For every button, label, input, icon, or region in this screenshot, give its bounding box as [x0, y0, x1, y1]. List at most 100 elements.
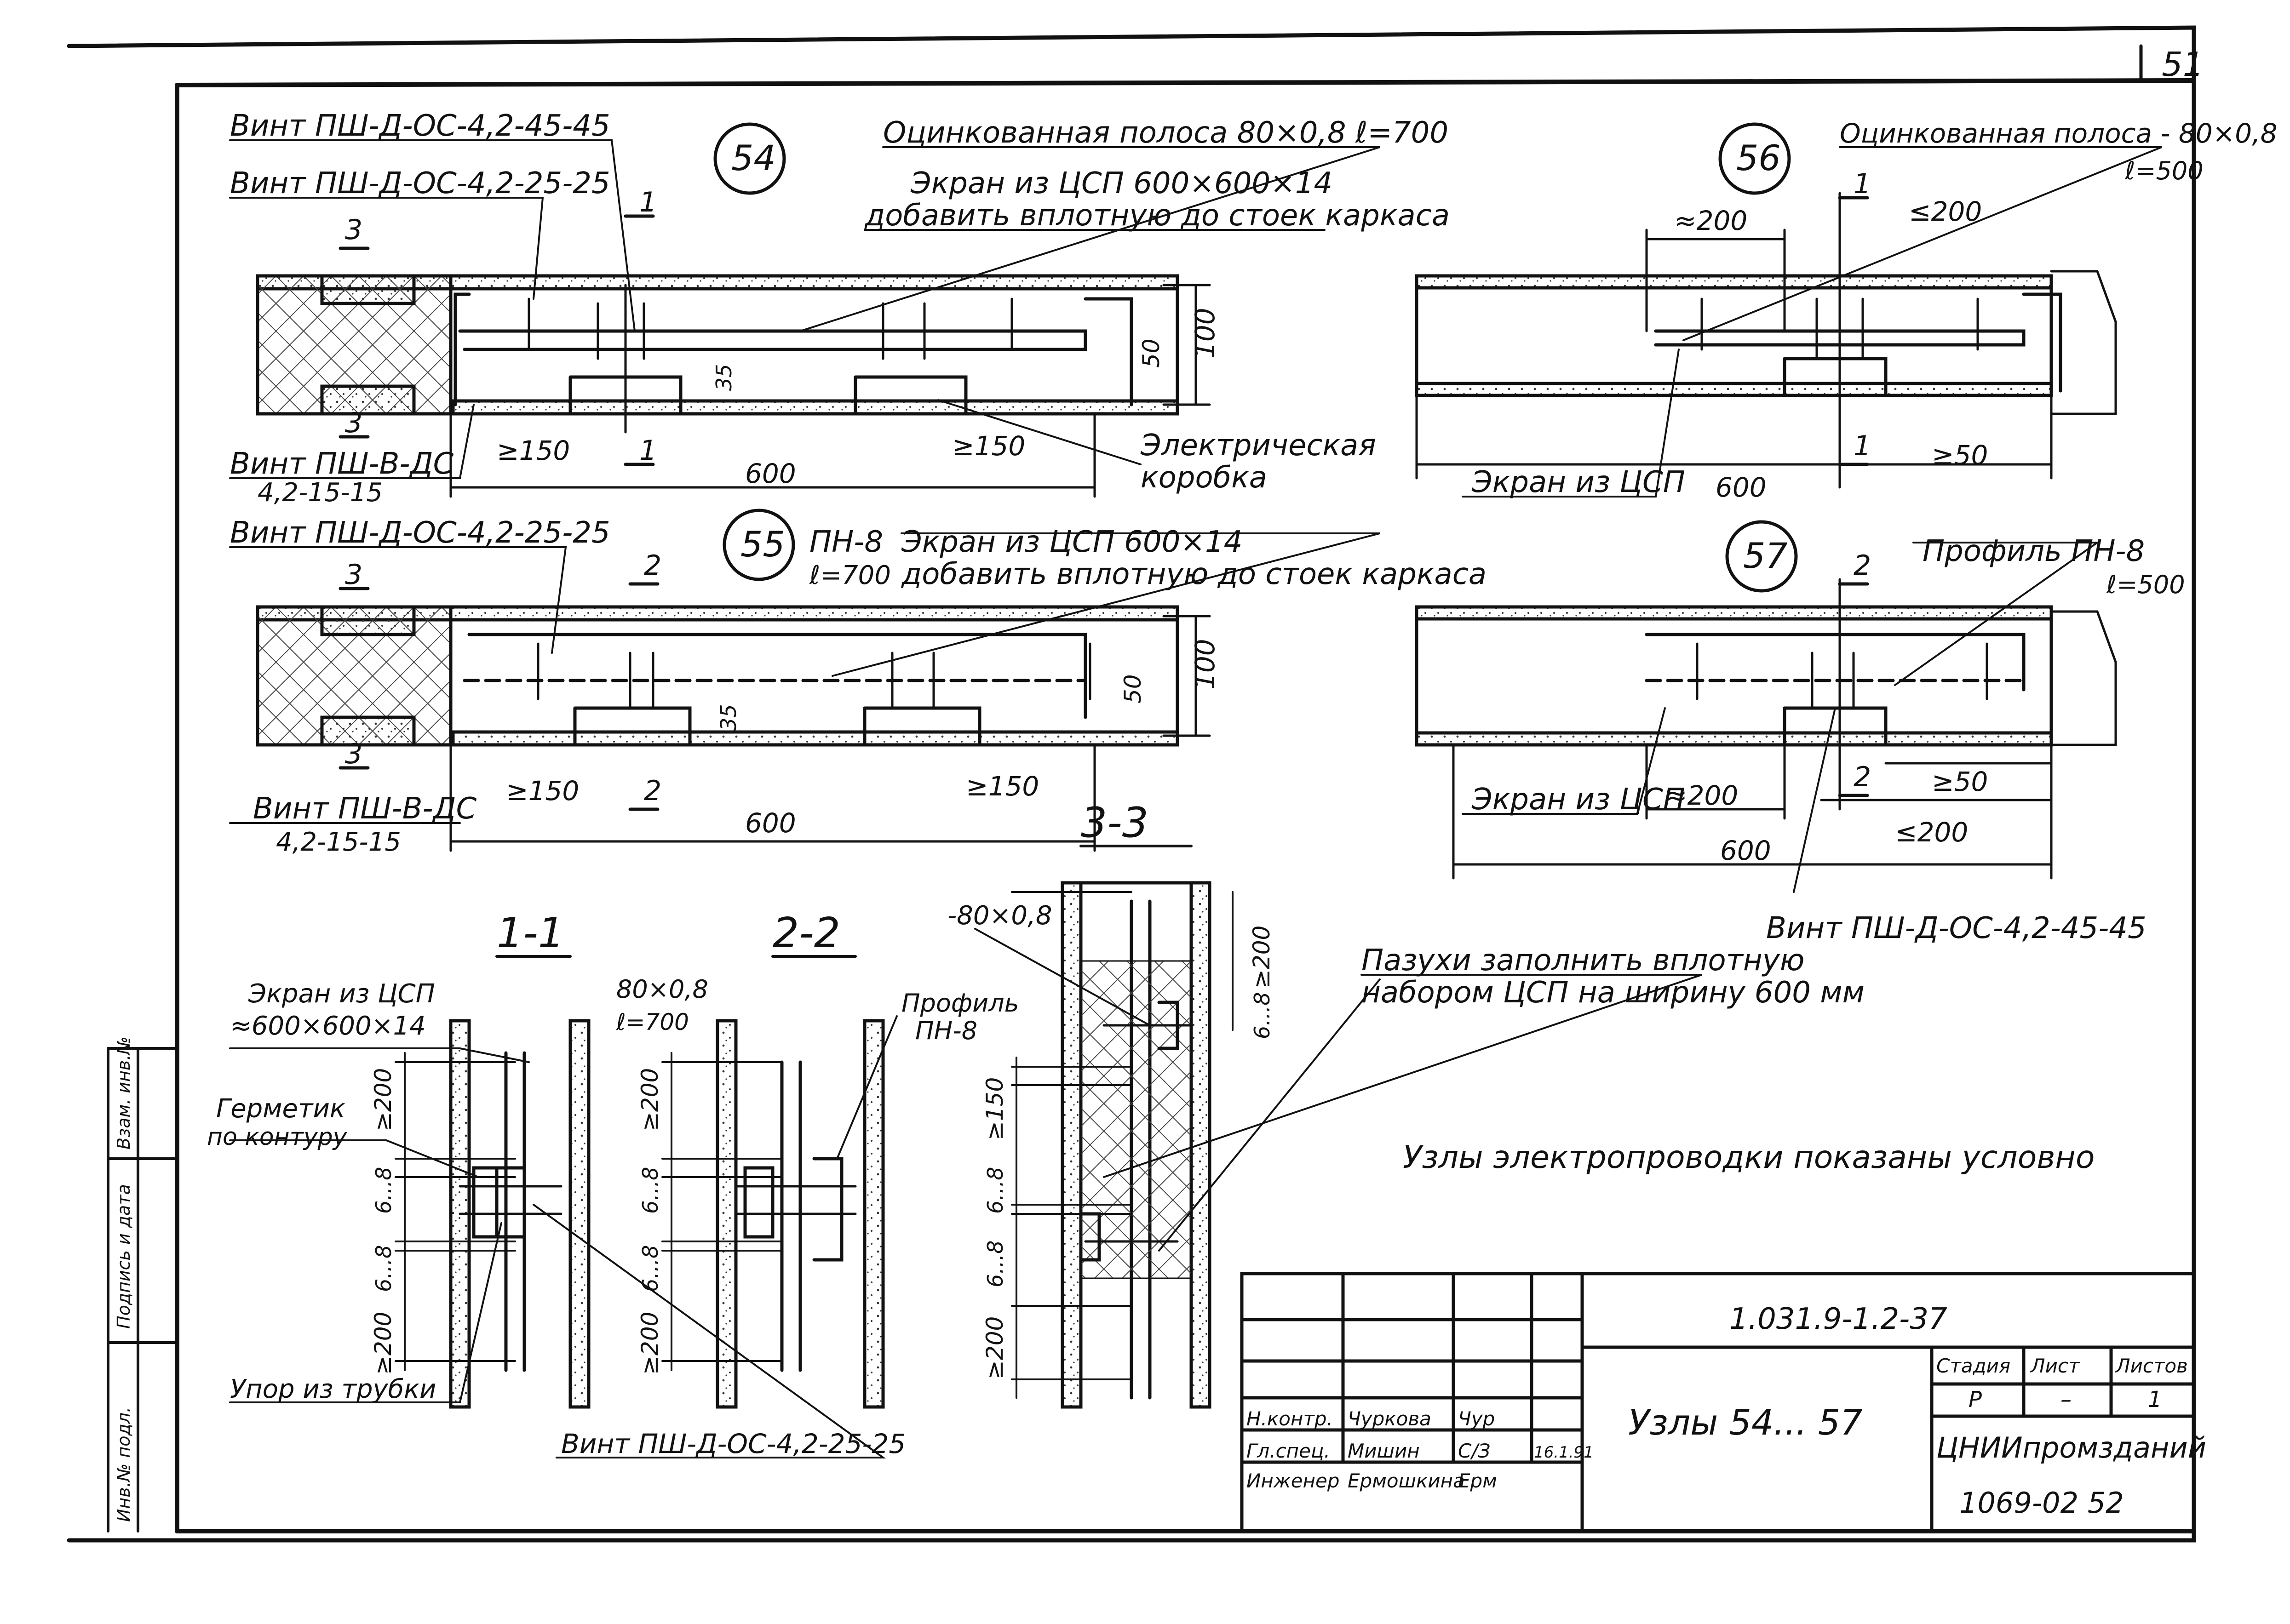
title-row-sign-3: Ерм	[1458, 1470, 1497, 1492]
sheet-number: 51	[2162, 45, 2204, 84]
label-54-screw-bds-size: 4,2-15-15	[258, 478, 383, 508]
cut-55-top: 2	[644, 549, 661, 582]
label-57-screw: Винт ПШ-Д-ОС-4,2-45-45	[1766, 911, 2147, 945]
dim-33-gap1: 6...8	[983, 1167, 1008, 1214]
stamp-sign-date: Подпись и дата	[114, 1184, 134, 1329]
dim-22-gap2: 6...8	[638, 1245, 663, 1292]
dim-56-ge50: ≥50	[1932, 440, 1988, 471]
label-57-length: ℓ=500	[2106, 570, 2185, 599]
node-54-drawing	[256, 274, 1211, 498]
title-row-sign-2: С/З	[1458, 1440, 1490, 1462]
node-57-number: 57	[1743, 535, 1788, 576]
title-block-sheets: 1	[2148, 1387, 2162, 1412]
dim-54-100: 100	[1189, 308, 1221, 359]
label-54-screen: Экран из ЦСП 600×600×14	[910, 166, 1332, 200]
node-54-circle	[713, 122, 786, 195]
node-55-circle	[723, 509, 795, 581]
label-56-length: ℓ=500	[2124, 156, 2204, 185]
dim-54-600: 600	[745, 458, 796, 489]
stamp-replace-inv: Взам. инв.№	[114, 1036, 134, 1149]
label-57-profile: Профиль ПН-8	[1923, 534, 2145, 568]
label-11-stop: Упор из трубки	[230, 1374, 436, 1404]
title-block-organization: ЦНИИпромзданий	[1936, 1431, 2206, 1464]
dim-33-gap-top: 6...8	[1250, 992, 1274, 1039]
section-2-2-drawing	[661, 1019, 885, 1409]
title-block-col-stage: Стадия	[1936, 1355, 2010, 1377]
title-row-role-2: Гл.спец.	[1246, 1440, 1330, 1462]
dim-55-100: 100	[1189, 639, 1221, 690]
node-54-number: 54	[731, 137, 776, 178]
node-57-circle	[1725, 520, 1798, 593]
section-1-1-drawing	[395, 1019, 591, 1409]
title-row-role-1: Н.контр.	[1246, 1407, 1333, 1430]
label-55-screen-note: добавить вплотную до стоек каркаса	[901, 557, 1486, 591]
dim-22-bottom: ≥200	[637, 1312, 663, 1375]
dim-33-bottom: ≥200	[981, 1316, 1008, 1379]
dim-55-left: ≥150	[506, 775, 579, 806]
dim-56-le200: ≤200	[1909, 196, 1982, 227]
dim-22-gap1: 6...8	[638, 1167, 663, 1214]
dim-57-approx200: ≈200	[1665, 780, 1738, 811]
section-1-1-title: 1-1	[497, 909, 564, 957]
title-row-role-3: Инженер	[1246, 1470, 1340, 1492]
label-57-screen: Экран из ЦСП	[1471, 783, 1685, 817]
fill-note-line1: Пазухи заполнить вплотную	[1361, 944, 1805, 978]
label-54-strip: Оцинкованная полоса 80×0,8 ℓ=700	[883, 116, 1448, 150]
cut-55-3-top: 3	[345, 559, 362, 591]
node-57-drawing	[1415, 578, 2117, 893]
label-11-sealant: Герметик	[216, 1094, 345, 1124]
title-row-name-1: Чуркова	[1348, 1407, 1431, 1430]
title-row-name-3: Ермошкина	[1348, 1470, 1465, 1492]
label-54-electric: Электрическая	[1140, 429, 1376, 463]
label-54-screen-note: добавить вплотную до стоек каркаса	[864, 199, 1450, 233]
label-54-screw-bds: Винт ПШ-В-ДС	[230, 447, 454, 481]
title-row-name-2: Мишин	[1348, 1440, 1420, 1462]
fill-note-line2: набором ЦСП на ширину 600 мм	[1361, 976, 1865, 1010]
label-54-screw-45: Винт ПШ-Д-ОС-4,2-45-45	[230, 109, 610, 143]
dim-54-left: ≥150	[497, 435, 570, 466]
label-bottom-screw: Винт ПШ-Д-ОС-4,2-25-25	[561, 1428, 906, 1459]
cut-54-bottom: 1	[639, 435, 657, 467]
label-55-screw-bds-size: 4,2-15-15	[276, 827, 401, 857]
dim-57-le200: ≤200	[1895, 817, 1968, 848]
dim-55-50: 50	[1119, 674, 1146, 703]
label-55-screw-bds: Винт ПШ-В-ДС	[253, 792, 477, 826]
cut-56-bottom: 1	[1854, 430, 1871, 462]
dim-57-ge50: ≥50	[1932, 766, 1988, 797]
outer-frame-line	[67, 25, 2196, 1543]
dim-22-top: ≥200	[637, 1068, 663, 1131]
dim-11-gap2: 6...8	[371, 1245, 396, 1292]
label-11-length: ℓ=700	[616, 1009, 689, 1035]
node-56-drawing	[1415, 192, 2117, 489]
label-11-strip: 80×0,8	[616, 975, 708, 1004]
label-56-strip: Оцинкованная полоса - 80×0,8	[1840, 118, 2278, 149]
dim-33-gap2: 6...8	[983, 1241, 1008, 1287]
dim-57-600: 600	[1720, 835, 1771, 866]
cut-55-bottom: 2	[644, 775, 661, 807]
label-11-contour: по контуру	[207, 1123, 348, 1151]
cut-57-top: 2	[1854, 549, 1871, 582]
title-block-grid	[1240, 1272, 2196, 1533]
title-block-code: 1.031.9-1.2-37	[1729, 1302, 1947, 1336]
label-22-profile: Профиль	[901, 989, 1019, 1018]
label-11-screen: Экран из ЦСП	[248, 979, 435, 1009]
dim-56-600: 600	[1716, 472, 1767, 503]
dim-55-right: ≥150	[966, 771, 1039, 802]
dim-11-bottom: ≥200	[370, 1312, 396, 1375]
node-55-number: 55	[740, 524, 785, 565]
cut-marks	[339, 196, 1869, 811]
cut-55-3-bottom: 3	[345, 738, 362, 770]
label-56-screen: Экран из ЦСП	[1471, 465, 1685, 499]
dim-54-right: ≥150	[952, 430, 1025, 462]
dim-11-gap1: 6...8	[371, 1167, 396, 1214]
note-conventional: Узлы электропроводки показаны условно	[1403, 1139, 2095, 1176]
section-2-2-title: 2-2	[773, 909, 840, 957]
side-stamp-box	[107, 1047, 178, 1533]
section-3-3-drawing	[1011, 881, 1234, 1409]
title-block-col-sheets: Листов	[2115, 1355, 2188, 1377]
cut-54-top: 1	[639, 186, 657, 218]
dim-54-35: 35	[712, 364, 736, 391]
title-row-date-2: 16.1.91	[1534, 1443, 1594, 1462]
title-block-sheet: –	[2060, 1387, 2072, 1412]
